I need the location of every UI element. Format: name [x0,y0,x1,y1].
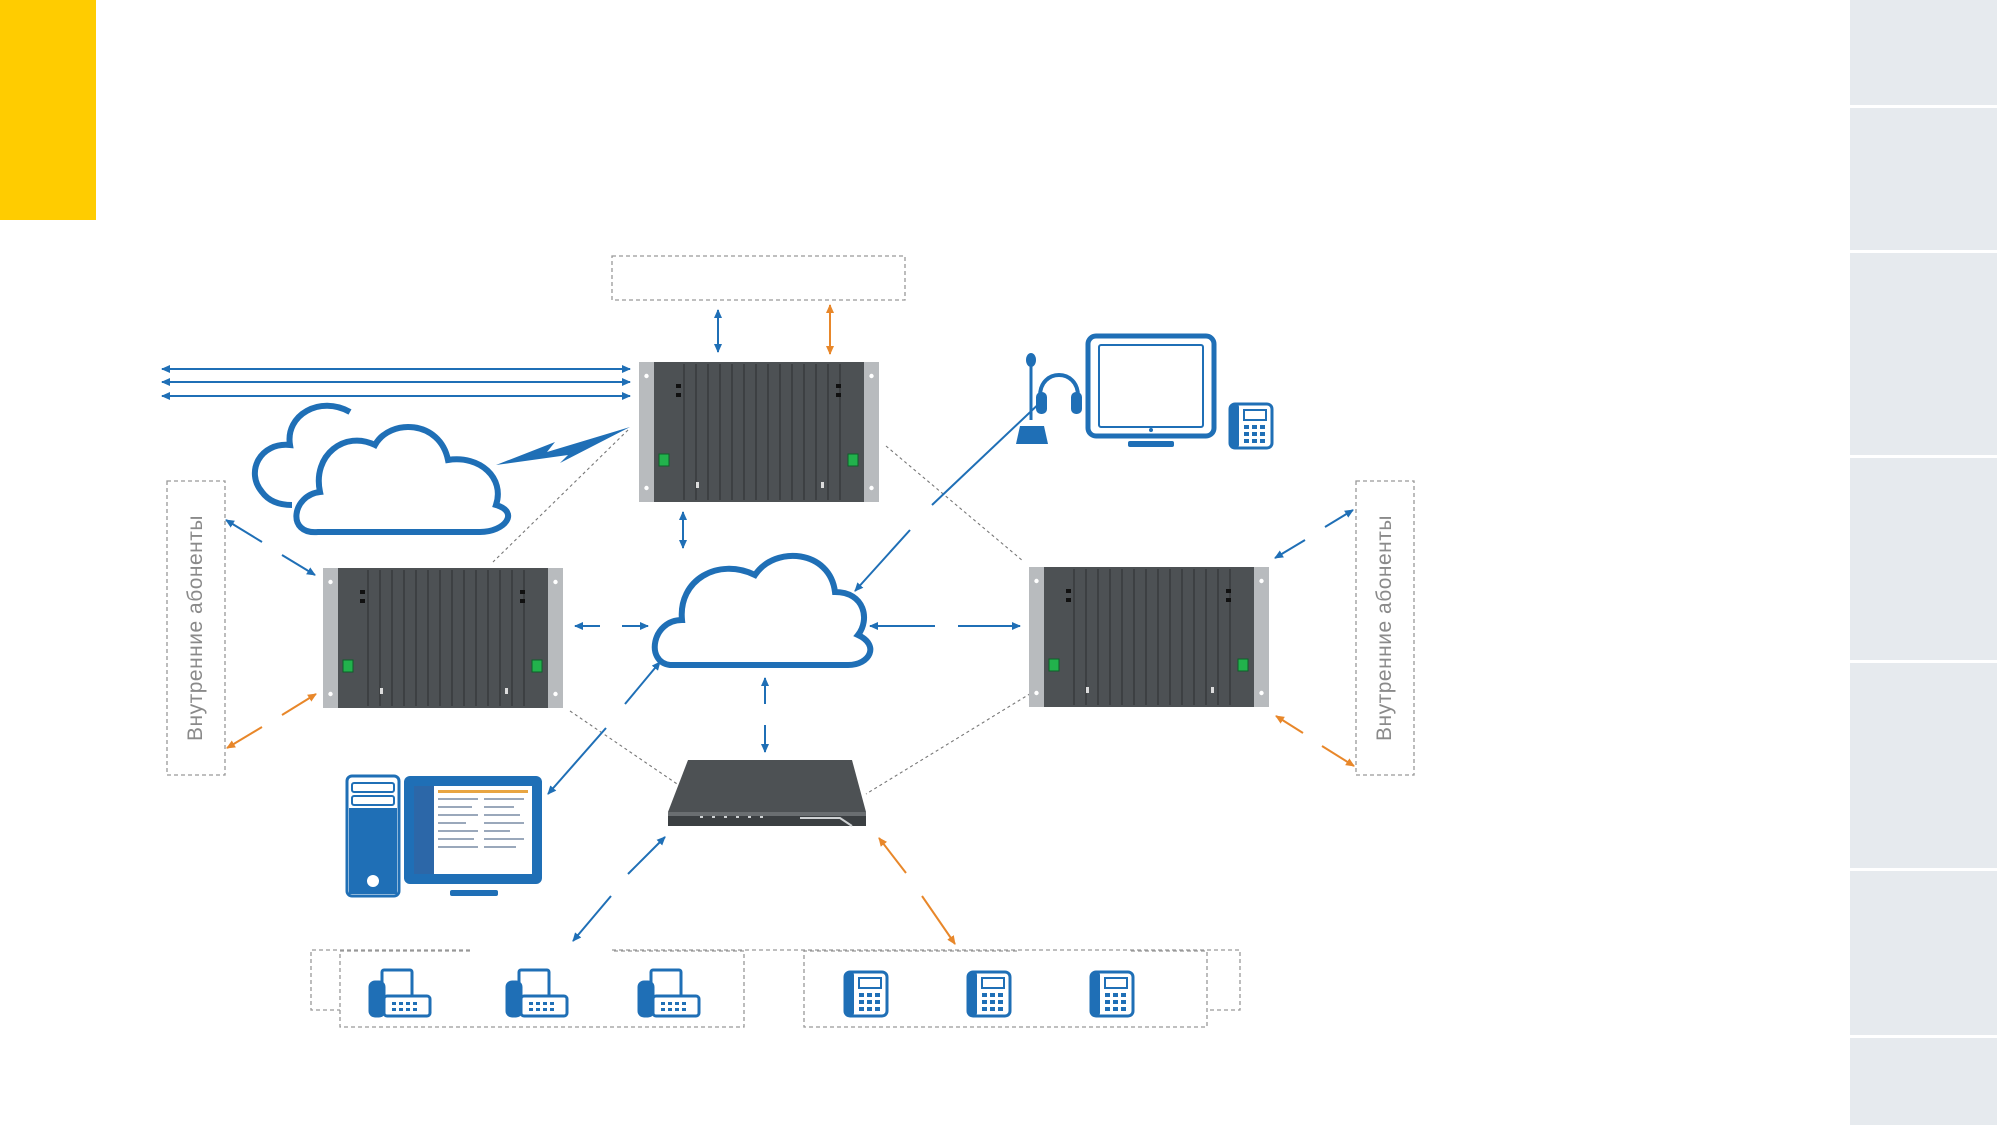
link-line [865,680,1052,795]
nav-divider [1850,868,1997,871]
lightning-icon [496,427,630,465]
arrow [1324,509,1354,528]
pc-workstation-icon [345,774,542,898]
arrow-orange [1321,745,1355,767]
nav-divider [1850,1035,1997,1038]
nav-divider [1850,660,1997,663]
terminals-outer-box [310,949,1241,1011]
desk-phone-icon [1228,402,1274,450]
ip-phones-group-box [339,950,745,1028]
internal-subscribers-text-right: Внутренние абоненты [1373,515,1396,741]
dispatcher-console-icon [1016,333,1217,447]
link-line [492,429,629,563]
ip-phone-icon [368,968,432,1018]
desk-phones-group-box [803,950,1208,1028]
ip-network-cloud-icon [651,552,874,668]
internal-subscribers-box-right [1355,480,1415,776]
arrow [1274,539,1306,559]
internal-subscribers-text-left: Внутренние абоненты [184,515,207,741]
ip-phone-icon [505,968,569,1018]
arrow-orange [921,895,956,945]
link-line [885,445,1024,562]
link-line [569,710,684,789]
arrow [627,836,666,875]
gateway-device-icon [668,760,866,827]
desk-phone-icon [966,970,1012,1018]
rack-server-right [1028,566,1270,708]
arrow-orange [226,726,263,749]
arrow [281,554,316,576]
arrow [547,727,607,795]
internal-subscribers-box-left [166,480,226,776]
nav-divider [1850,105,1997,108]
arrow-orange [281,693,317,716]
external-system-box [611,255,906,301]
rack-server-left [322,567,564,709]
arrow [225,519,263,543]
rack-server-top [638,361,880,503]
desk-phone-icon [1089,970,1135,1018]
arrow [931,397,1046,506]
arrow [572,895,612,942]
arrow [624,661,661,705]
arrow-orange [1275,715,1304,734]
side-navigation [1850,0,1997,1125]
nav-divider [1850,250,1997,253]
external-network-cloud-icon [251,402,512,536]
arrow [854,529,911,592]
arrow-orange [878,837,907,874]
nav-divider [1850,455,1997,458]
desk-phone-icon [843,970,889,1018]
accent-tab [0,0,96,220]
ip-phone-icon [637,968,701,1018]
